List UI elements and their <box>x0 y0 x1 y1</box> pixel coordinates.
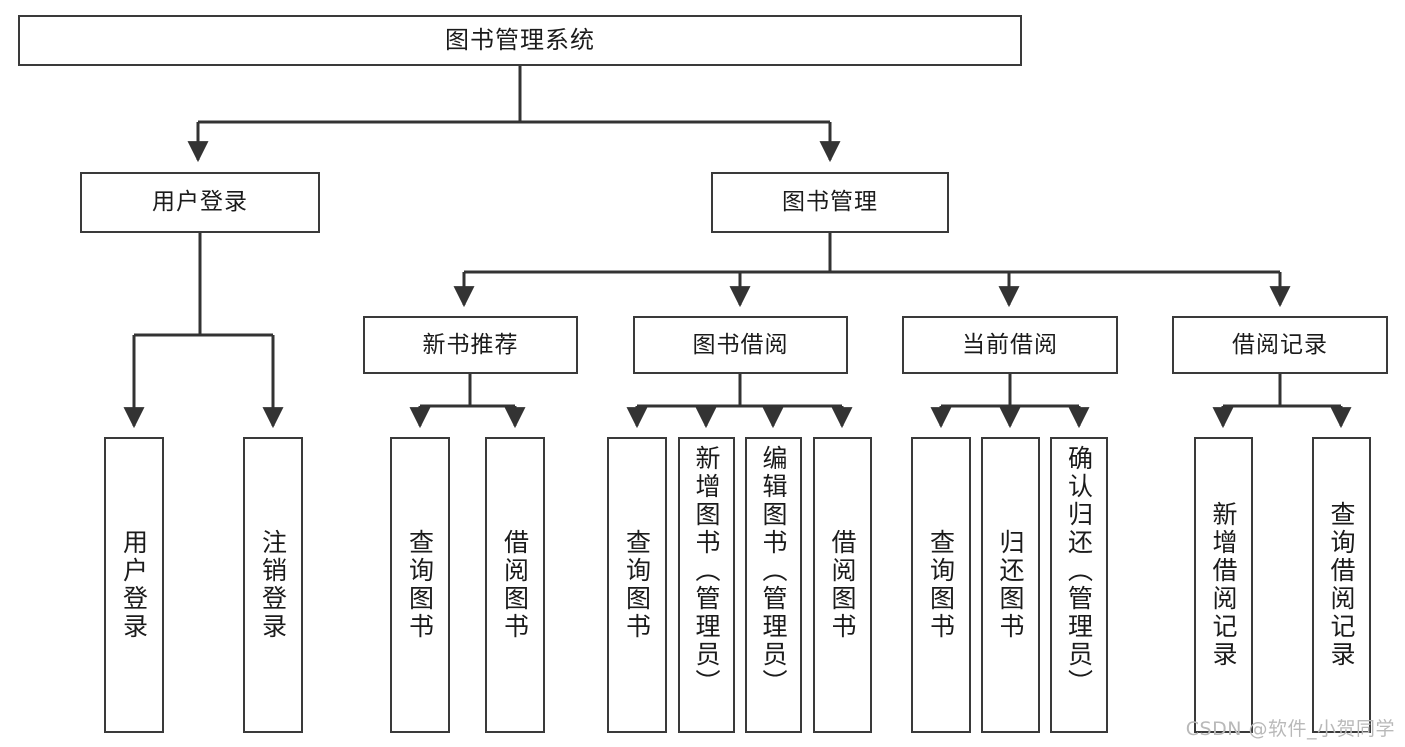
leaf-logout-login[interactable]: 注销登录 <box>243 437 303 733</box>
leaf-borrow-book-1-label: 借阅图书 <box>500 529 530 641</box>
node-book-borrow[interactable]: 图书借阅 <box>633 316 848 374</box>
leaf-add-borrow-record[interactable]: 新增借阅记录 <box>1194 437 1253 733</box>
leaf-logout-login-label: 注销登录 <box>258 529 288 641</box>
leaf-confirm-return-admin-label: 确认归还（管理员） <box>1064 445 1094 697</box>
node-current-borrow-label: 当前借阅 <box>962 331 1058 358</box>
leaf-query-book-3[interactable]: 查询图书 <box>911 437 971 733</box>
leaf-return-book[interactable]: 归还图书 <box>981 437 1040 733</box>
node-user-login[interactable]: 用户登录 <box>80 172 320 233</box>
node-borrow-record-label: 借阅记录 <box>1232 331 1328 358</box>
leaf-user-login[interactable]: 用户登录 <box>104 437 164 733</box>
node-book-borrow-label: 图书借阅 <box>692 331 789 358</box>
leaf-query-book-2-label: 查询图书 <box>622 529 652 641</box>
leaf-add-borrow-record-label: 新增借阅记录 <box>1209 501 1238 669</box>
leaf-borrow-book-2[interactable]: 借阅图书 <box>813 437 872 733</box>
node-book-manage[interactable]: 图书管理 <box>711 172 949 233</box>
leaf-borrow-book-1[interactable]: 借阅图书 <box>485 437 545 733</box>
leaf-add-book-admin-label: 新增图书（管理员） <box>692 445 721 697</box>
leaf-confirm-return-admin[interactable]: 确认归还（管理员） <box>1050 437 1108 733</box>
node-borrow-record[interactable]: 借阅记录 <box>1172 316 1388 374</box>
node-user-login-label: 用户登录 <box>152 189 248 216</box>
leaf-user-login-label: 用户登录 <box>119 529 149 641</box>
leaf-borrow-book-2-label: 借阅图书 <box>828 529 857 641</box>
leaf-edit-book-admin-label: 编辑图书（管理员） <box>759 445 788 697</box>
leaf-query-book-1-label: 查询图书 <box>405 529 435 641</box>
node-root[interactable]: 图书管理系统 <box>18 15 1022 66</box>
leaf-query-borrow-record-label: 查询借阅记录 <box>1327 501 1356 669</box>
leaf-query-book-2[interactable]: 查询图书 <box>607 437 667 733</box>
node-current-borrow[interactable]: 当前借阅 <box>902 316 1118 374</box>
leaf-query-book-1[interactable]: 查询图书 <box>390 437 450 733</box>
leaf-add-book-admin[interactable]: 新增图书（管理员） <box>678 437 735 733</box>
leaf-edit-book-admin[interactable]: 编辑图书（管理员） <box>745 437 802 733</box>
leaf-return-book-label: 归还图书 <box>996 529 1025 641</box>
node-new-book-recommend-label: 新书推荐 <box>422 331 519 358</box>
leaf-query-book-3-label: 查询图书 <box>926 529 956 641</box>
node-root-label: 图书管理系统 <box>445 25 595 54</box>
node-new-book-recommend[interactable]: 新书推荐 <box>363 316 578 374</box>
node-book-manage-label: 图书管理 <box>782 189 878 216</box>
leaf-query-borrow-record[interactable]: 查询借阅记录 <box>1312 437 1371 733</box>
